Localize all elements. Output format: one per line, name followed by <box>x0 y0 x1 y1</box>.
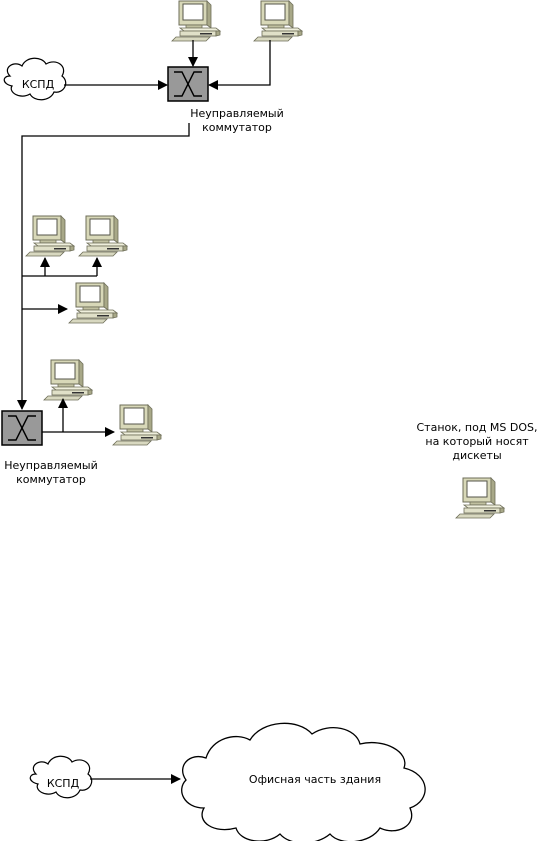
link-pc2-switch-top <box>208 40 271 90</box>
switch-label-line: коммутатор <box>202 121 272 134</box>
machine-note: Станок, под MS DOS, на который носят дис… <box>410 421 544 463</box>
switch-icon <box>1 410 43 446</box>
switch-label-line: коммутатор <box>16 473 86 486</box>
workstation-icon <box>253 0 303 42</box>
workstation-icon <box>25 215 75 257</box>
workstation-icon <box>112 404 162 446</box>
kspd-label-bottom: КСПД <box>46 777 80 790</box>
workstation-icon <box>171 0 221 42</box>
switch-label-line: Неуправляемый <box>4 459 98 472</box>
trunk-line <box>17 123 190 410</box>
workstation-icon <box>68 282 118 324</box>
office-cloud-label: Офисная часть здания <box>248 773 382 786</box>
machine-note-line: на который носят <box>425 435 529 448</box>
office-cloud <box>181 722 426 841</box>
workstation-icon <box>43 359 93 401</box>
kspd-label-top: КСПД <box>21 78 55 91</box>
switch-label-top: Неуправляемый коммутатор <box>182 107 292 135</box>
kspd-cloud-top <box>3 57 67 101</box>
machine-pc-icon <box>455 477 505 519</box>
switch-label-bottom: Неуправляемый коммутатор <box>0 459 102 487</box>
workstation-icon <box>78 215 128 257</box>
switch-label-line: Неуправляемый <box>190 107 284 120</box>
machine-note-line: Станок, под MS DOS, <box>416 421 538 434</box>
machine-note-line: дискеты <box>452 449 502 462</box>
switch-icon <box>167 66 209 102</box>
kspd-cloud-bottom <box>29 755 93 799</box>
